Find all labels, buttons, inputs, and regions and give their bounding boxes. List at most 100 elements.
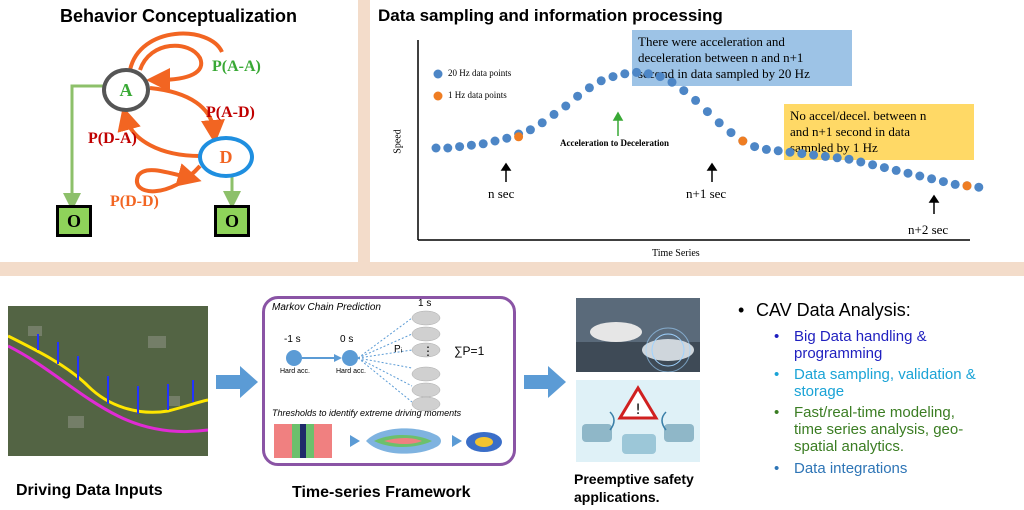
data-point-20hz: [702, 107, 712, 117]
callout-20hz: There were acceleration and deceleration…: [632, 30, 852, 86]
data-point-20hz: [549, 109, 559, 119]
data-point-20hz: [478, 139, 488, 149]
speed-chart: [417, 40, 984, 241]
data-point-20hz: [773, 146, 783, 156]
cav-item-line: storage: [794, 383, 845, 400]
cav-item-integrations: • Data integrations: [774, 460, 908, 477]
data-point-20hz: [573, 91, 583, 101]
behavior-diagram: [63, 31, 241, 211]
time-minus1-label: -1 s: [284, 334, 301, 345]
cav-item-line: time series analysis, geo-: [794, 421, 964, 438]
data-point-20hz: [891, 165, 901, 175]
data-point-20hz: [431, 143, 441, 153]
p-aa-loop-outer: [128, 31, 224, 71]
p-ad-arrow: [149, 86, 225, 144]
data-point-20hz: [632, 67, 642, 77]
data-point-20hz: [561, 101, 571, 111]
data-point-20hz: [868, 160, 878, 170]
data-point-20hz: [844, 154, 854, 164]
callout-1hz-line: No accel/decel. between n: [790, 108, 927, 123]
x-axis-label: Time Series: [652, 248, 700, 259]
behavior-title: Behavior Conceptualization: [60, 6, 298, 26]
data-point-20hz: [856, 157, 866, 167]
data-point-20hz: [761, 144, 771, 154]
time-1-label: 1 s: [418, 298, 432, 309]
data-point-20hz: [443, 143, 453, 153]
data-point-20hz: [938, 177, 948, 187]
svg-text:!: !: [635, 402, 641, 418]
data-point-20hz: [832, 153, 842, 163]
pi-label: Pᵢ: [394, 344, 403, 355]
arrow-right-icon: [216, 366, 258, 398]
sum-label: ∑P=1: [454, 344, 485, 358]
y-axis-label: Speed: [392, 129, 404, 154]
hard-acc-label: Hard acc.: [336, 368, 366, 375]
p-da-arrow: [117, 106, 201, 158]
p-dd-loop: [135, 163, 202, 194]
data-point-20hz: [750, 142, 760, 152]
n1-sec-label: n+1 sec: [686, 186, 727, 201]
data-point-20hz: [455, 142, 465, 152]
data-point-20hz: [502, 133, 512, 143]
peak-annotation: Acceleration to Deceleration: [560, 138, 669, 148]
observation-d-box: O: [214, 205, 250, 237]
legend-1hz-dot: [433, 91, 443, 101]
time-series-framework-label: Time-series Framework: [292, 484, 471, 501]
time-0-label: 0 s: [340, 334, 354, 345]
data-point-20hz: [927, 174, 937, 184]
markov-title: Markov Chain Prediction: [272, 302, 381, 313]
observation-a-box: O: [56, 205, 92, 237]
callout-1hz-line: and n+1 second in data: [790, 124, 910, 139]
markov-diagram: [274, 310, 502, 458]
data-point-20hz: [903, 168, 913, 178]
data-point-20hz: [915, 171, 925, 181]
data-point-20hz: [667, 77, 677, 87]
callout-20hz-line: deceleration between n and n+1: [638, 50, 804, 65]
data-point-20hz: [714, 118, 724, 128]
data-point-1hz: [738, 136, 748, 146]
legend-1hz-label: 1 Hz data points: [448, 90, 507, 100]
hard-acc-label: Hard acc.: [280, 368, 310, 375]
a-observation-link: [63, 84, 104, 211]
data-point-20hz: [785, 147, 795, 157]
data-point-20hz: [490, 136, 500, 146]
pipeline-panel: Markov Chain Prediction -1 s 0 s 1 s Har…: [0, 276, 1024, 510]
data-point-20hz: [655, 72, 665, 82]
data-point-20hz: [584, 83, 594, 93]
p-ad-label: P(A-D): [206, 104, 255, 121]
thresholds-label: Thresholds to identify extreme driving m…: [272, 408, 462, 418]
data-point-20hz: [820, 151, 830, 161]
cav-item-big-data: • Big Data handling & programming: [774, 328, 927, 362]
data-point-20hz: [537, 118, 547, 128]
sampling-title: Data sampling and information processing: [378, 6, 723, 25]
safety-warning-image: !: [576, 380, 700, 462]
p-aa-loop: [138, 43, 204, 92]
cav-item-line: spatial analytics.: [794, 438, 905, 455]
p-dd-label: P(D-D): [110, 193, 159, 210]
legend-20hz-label: 20 Hz data points: [448, 68, 512, 78]
p-aa-label: P(A-A): [212, 58, 261, 75]
cav-item-line: Data integrations: [794, 460, 908, 477]
data-point-20hz: [879, 163, 889, 173]
markov-framework-box: [262, 296, 516, 466]
safety-label-line: Preemptive safety: [574, 471, 694, 487]
data-point-20hz: [809, 150, 819, 160]
sampling-panel: Data sampling and information processing…: [370, 0, 1024, 262]
cav-item-modeling: • Fast/real-time modeling, time series a…: [774, 404, 964, 455]
p-da-label: P(D-A): [88, 130, 137, 147]
state-d-node: D: [198, 136, 254, 178]
n-sec-label: n sec: [488, 186, 515, 201]
safety-applications-label: Preemptive safety applications.: [574, 470, 694, 506]
cav-item-line: Fast/real-time modeling,: [794, 404, 955, 421]
cav-item-line: Big Data handling &: [794, 328, 927, 345]
data-point-20hz: [797, 149, 807, 159]
cav-item-line: Data sampling, validation &: [794, 366, 976, 383]
legend-20hz-dot: [433, 69, 443, 79]
data-point-20hz: [525, 125, 535, 135]
driving-data-inputs-label: Driving Data Inputs: [16, 482, 163, 499]
n2-sec-label: n+2 sec: [908, 222, 949, 237]
cav-heading-text: CAV Data Analysis:: [756, 300, 911, 320]
connected-cars-image: [576, 298, 700, 372]
data-point-20hz: [726, 128, 736, 138]
data-point-20hz: [643, 69, 653, 79]
